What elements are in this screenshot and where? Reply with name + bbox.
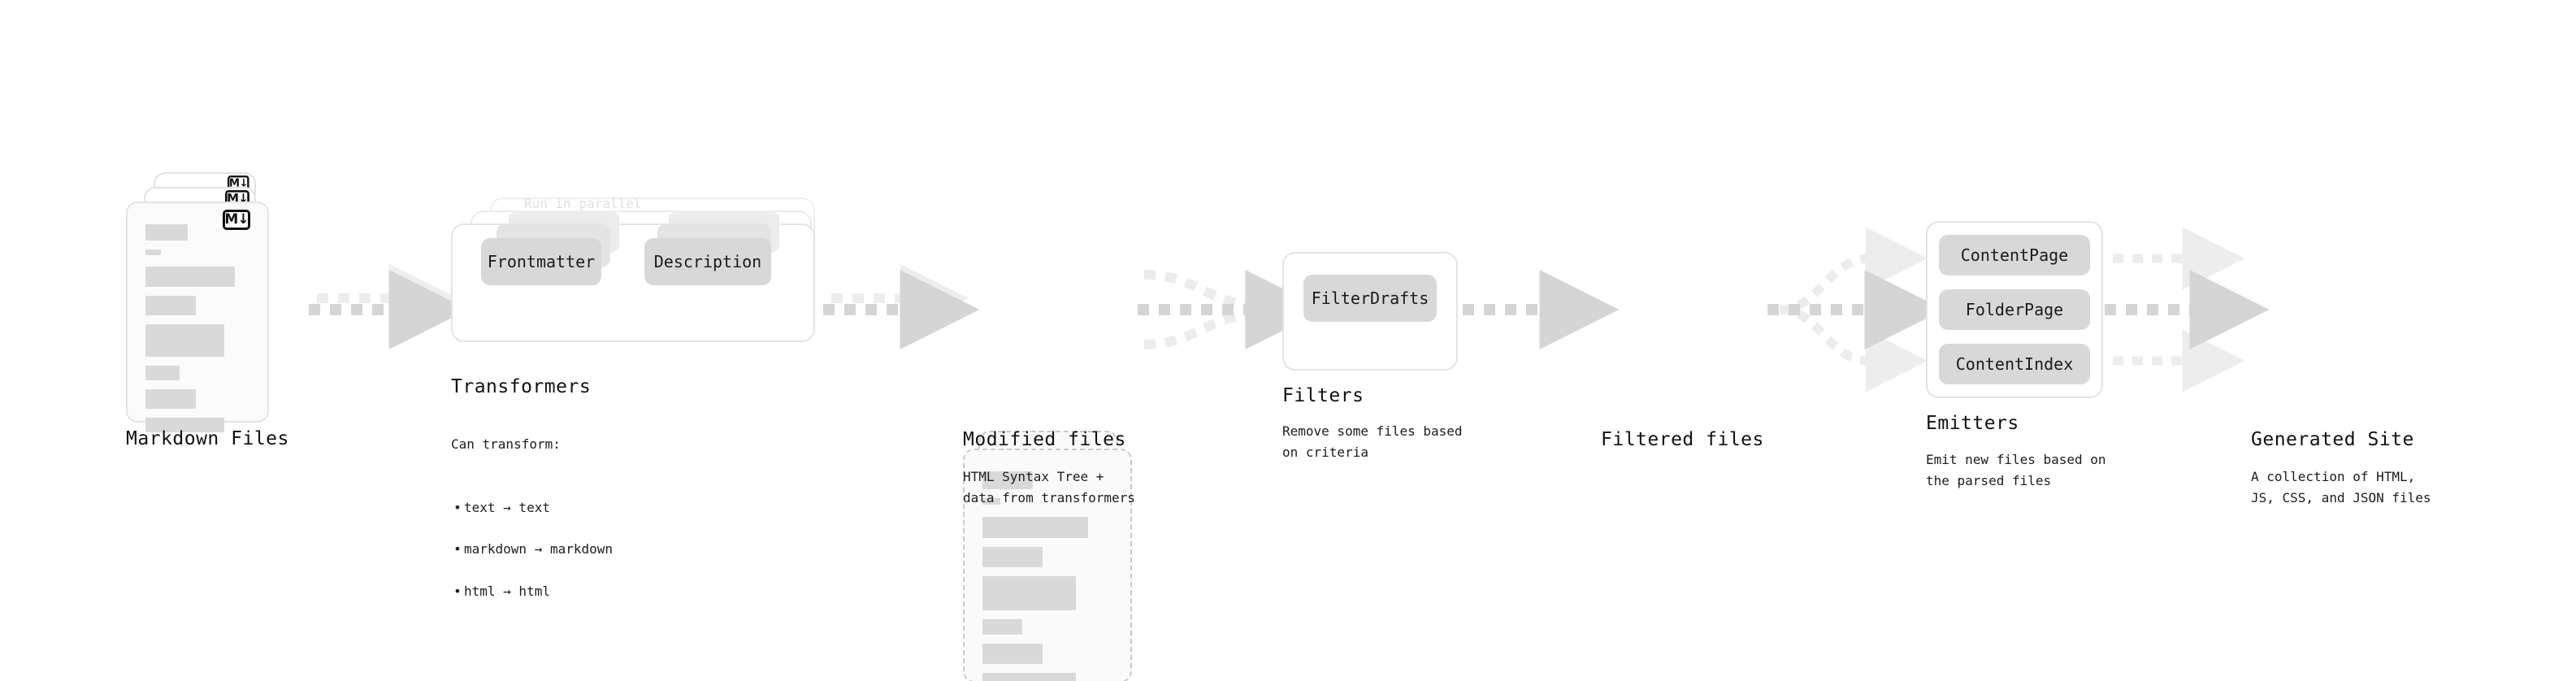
stage-emitters: ContentPage FolderPage ContentIndex	[1926, 221, 2113, 398]
caption-title-filtered-files: Filtered files	[1601, 429, 1764, 450]
arrow-transformers-to-modified	[823, 264, 980, 349]
caption-title-modified-files: Modified files	[963, 429, 1126, 450]
transformers-bullet-1: markdown → markdown	[451, 539, 613, 560]
arrow-filtered-to-emitters	[1767, 227, 1945, 393]
caption-sub-transformers: Can transform: text → text markdown → ma…	[451, 413, 613, 644]
arrow-emitters-to-site	[2105, 227, 2270, 393]
caption-sub-modified-files: HTML Syntax Tree + data from transformer…	[963, 469, 1135, 505]
transformers-bullet-2: html → html	[451, 581, 613, 602]
doc-sheet-front	[963, 449, 1132, 681]
doc-sheet-front	[126, 202, 269, 432]
chip-filterdrafts[interactable]: FilterDrafts	[1303, 275, 1437, 322]
arrow-modified-to-filters	[1138, 270, 1325, 349]
stage-transformers: Frontmatter Frontmatter Frontmatter Desc…	[451, 197, 833, 362]
caption-title-generated-site: Generated Site	[2251, 429, 2414, 450]
transformers-bullet-list: text → text markdown → markdown html → h…	[451, 476, 613, 623]
stage-markdown-files: M↓ M↓ M↓	[126, 172, 313, 432]
caption-sub-generated-site: A collection of HTML, JS, CSS, and JSON …	[2251, 469, 2431, 505]
caption-sub-emitters: Emit new files based on the parsed files	[1926, 452, 2106, 488]
chip-contentindex[interactable]: ContentIndex	[1939, 344, 2090, 384]
chip-contentpage[interactable]: ContentPage	[1939, 235, 2090, 275]
arrow-markdown-to-transformers	[309, 264, 469, 349]
caption-title-markdown-files: Markdown Files	[126, 428, 289, 449]
stage-modified-files	[963, 431, 1150, 681]
chip-folderpage[interactable]: FolderPage	[1939, 289, 2090, 330]
chip-description[interactable]: Description	[644, 238, 771, 285]
caption-title-transformers: Transformers	[451, 376, 592, 397]
caption-title-emitters: Emitters	[1926, 413, 2019, 434]
markdown-icon: M↓	[223, 210, 250, 230]
stage-filters: FilterDrafts	[1282, 252, 1461, 371]
chip-frontmatter[interactable]: Frontmatter	[481, 238, 601, 285]
run-in-parallel-label: Run in parallel	[524, 196, 642, 211]
doc-placeholder-content	[965, 450, 1130, 681]
transformers-subtitle-lead: Can transform:	[451, 436, 561, 452]
caption-sub-filters: Remove some files based on criteria	[1282, 423, 1463, 460]
doc-placeholder-content	[128, 203, 267, 432]
transformers-bullet-0: text → text	[451, 497, 613, 518]
caption-title-filters: Filters	[1282, 385, 1364, 406]
